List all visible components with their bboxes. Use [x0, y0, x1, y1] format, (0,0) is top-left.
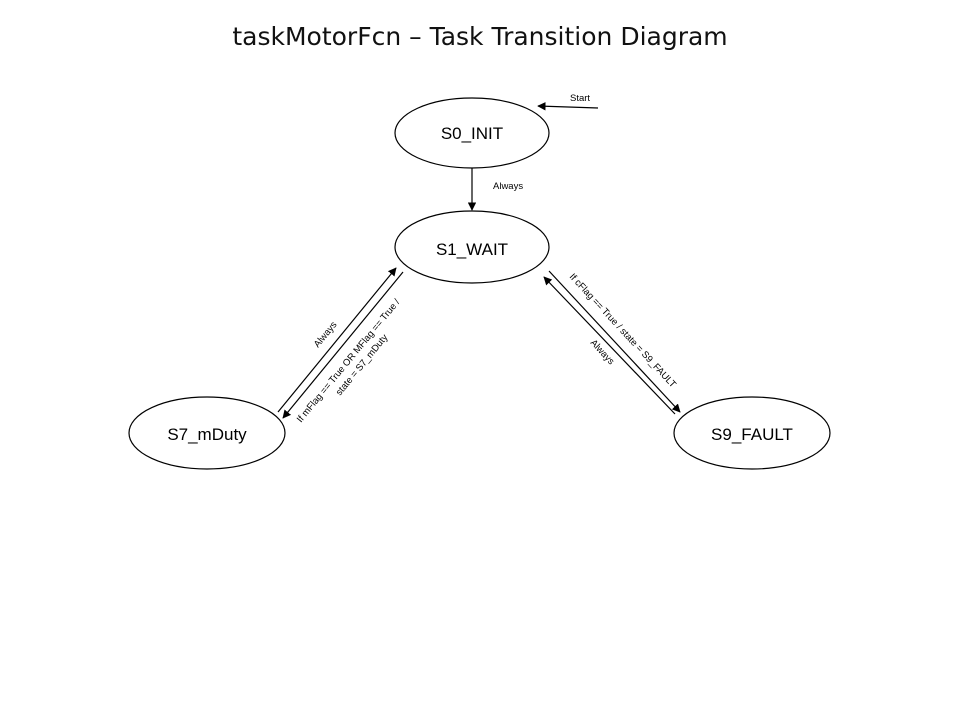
state-s0-init: S0_INIT — [394, 97, 550, 169]
s1-to-s7-arrow — [282, 271, 404, 419]
state-s9-ellipse — [673, 396, 831, 470]
state-s0-ellipse — [394, 97, 550, 169]
s1-to-s9-arrow — [548, 270, 681, 413]
state-s7-ellipse — [128, 396, 286, 470]
diagram-title: taskMotorFcn – Task Transition Diagram — [232, 22, 728, 51]
state-s9-label: S9_FAULT — [711, 425, 793, 444]
start-arrow — [537, 102, 599, 111]
state-s1-label: S1_WAIT — [436, 240, 508, 259]
state-s9-fault: S9_FAULT — [673, 396, 831, 470]
state-s7-mduty: S7_mDuty — [128, 396, 286, 470]
state-s0-label: S0_INIT — [441, 124, 503, 143]
state-s1-wait: S1_WAIT — [394, 210, 550, 284]
s9-to-s1-arrow — [543, 276, 676, 415]
s0-to-s1-label: Always — [493, 181, 523, 192]
s7-to-s1-arrow — [277, 267, 397, 413]
state-s1-ellipse — [394, 210, 550, 284]
s7-to-s1-label: Always — [312, 319, 340, 349]
s1-to-s9-label: If cFlag == True / state = S9_FAULT — [567, 272, 678, 391]
start-label: Start — [570, 93, 590, 104]
s1-to-s7-label-line1: If mFlag == True OR MFlag == True / — [295, 297, 403, 425]
s9-to-s1-label: Always — [588, 338, 617, 368]
state-s7-label: S7_mDuty — [167, 425, 247, 444]
